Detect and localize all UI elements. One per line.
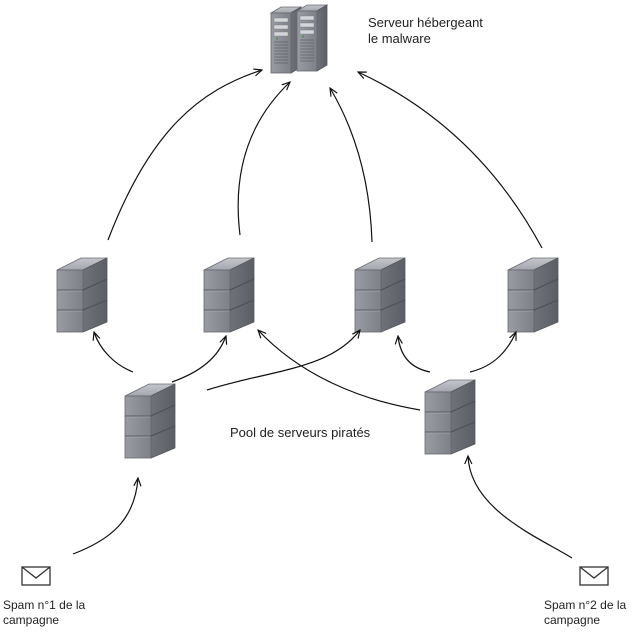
arrow-spam1-to-relay-left (72, 478, 138, 555)
arrow-relay-right-to-pool3 (398, 336, 431, 373)
spam-2-label: Spam n°2 de la campagne (544, 598, 626, 628)
arrow-relay-left-to-pool3 (206, 330, 360, 391)
arrow-relay-left-to-pool2 (171, 336, 226, 383)
spam-2-label-line1: Spam n°2 de la (544, 598, 627, 612)
arrow-pool1-to-host (107, 70, 262, 241)
pool-label: Pool de serveurs piratés (230, 425, 370, 441)
arrow-pool4-to-host (358, 72, 543, 249)
spam-2-label-line2: campagne (544, 613, 601, 627)
arrow-relay-right-to-pool2 (258, 330, 421, 411)
pool-label-text: Pool de serveurs piratés (230, 425, 371, 440)
hosting-server-icon (270, 4, 328, 74)
hosting-server-label-line1: Serveur hébergeant (368, 15, 483, 30)
arrow-relay-left-to-pool1 (94, 332, 134, 373)
pool-server-icon-4 (507, 257, 559, 333)
arrow-spam2-to-relay-right (468, 456, 573, 559)
spam-1-envelope-icon (21, 566, 51, 586)
spam-2-envelope-icon (579, 566, 609, 586)
arrow-pool2-to-host (237, 82, 290, 236)
pool-server-icon-2 (203, 257, 255, 333)
pool-server-icon-3 (354, 257, 406, 333)
hosting-server-label-line2: le malware (368, 31, 431, 46)
arrow-pool3-to-host (330, 88, 373, 243)
spam-1-label: Spam n°1 de la campagne (3, 598, 85, 628)
arrow-relay-right-to-pool4 (469, 332, 516, 373)
spam-1-label-line1: Spam n°1 de la (3, 598, 86, 612)
spam-1-label-line2: campagne (3, 613, 60, 627)
relay-server-icon-right (424, 379, 476, 455)
pool-server-icon-1 (56, 257, 108, 333)
relay-server-icon-left (124, 383, 176, 459)
hosting-server-label: Serveur hébergeant le malware (368, 15, 483, 47)
